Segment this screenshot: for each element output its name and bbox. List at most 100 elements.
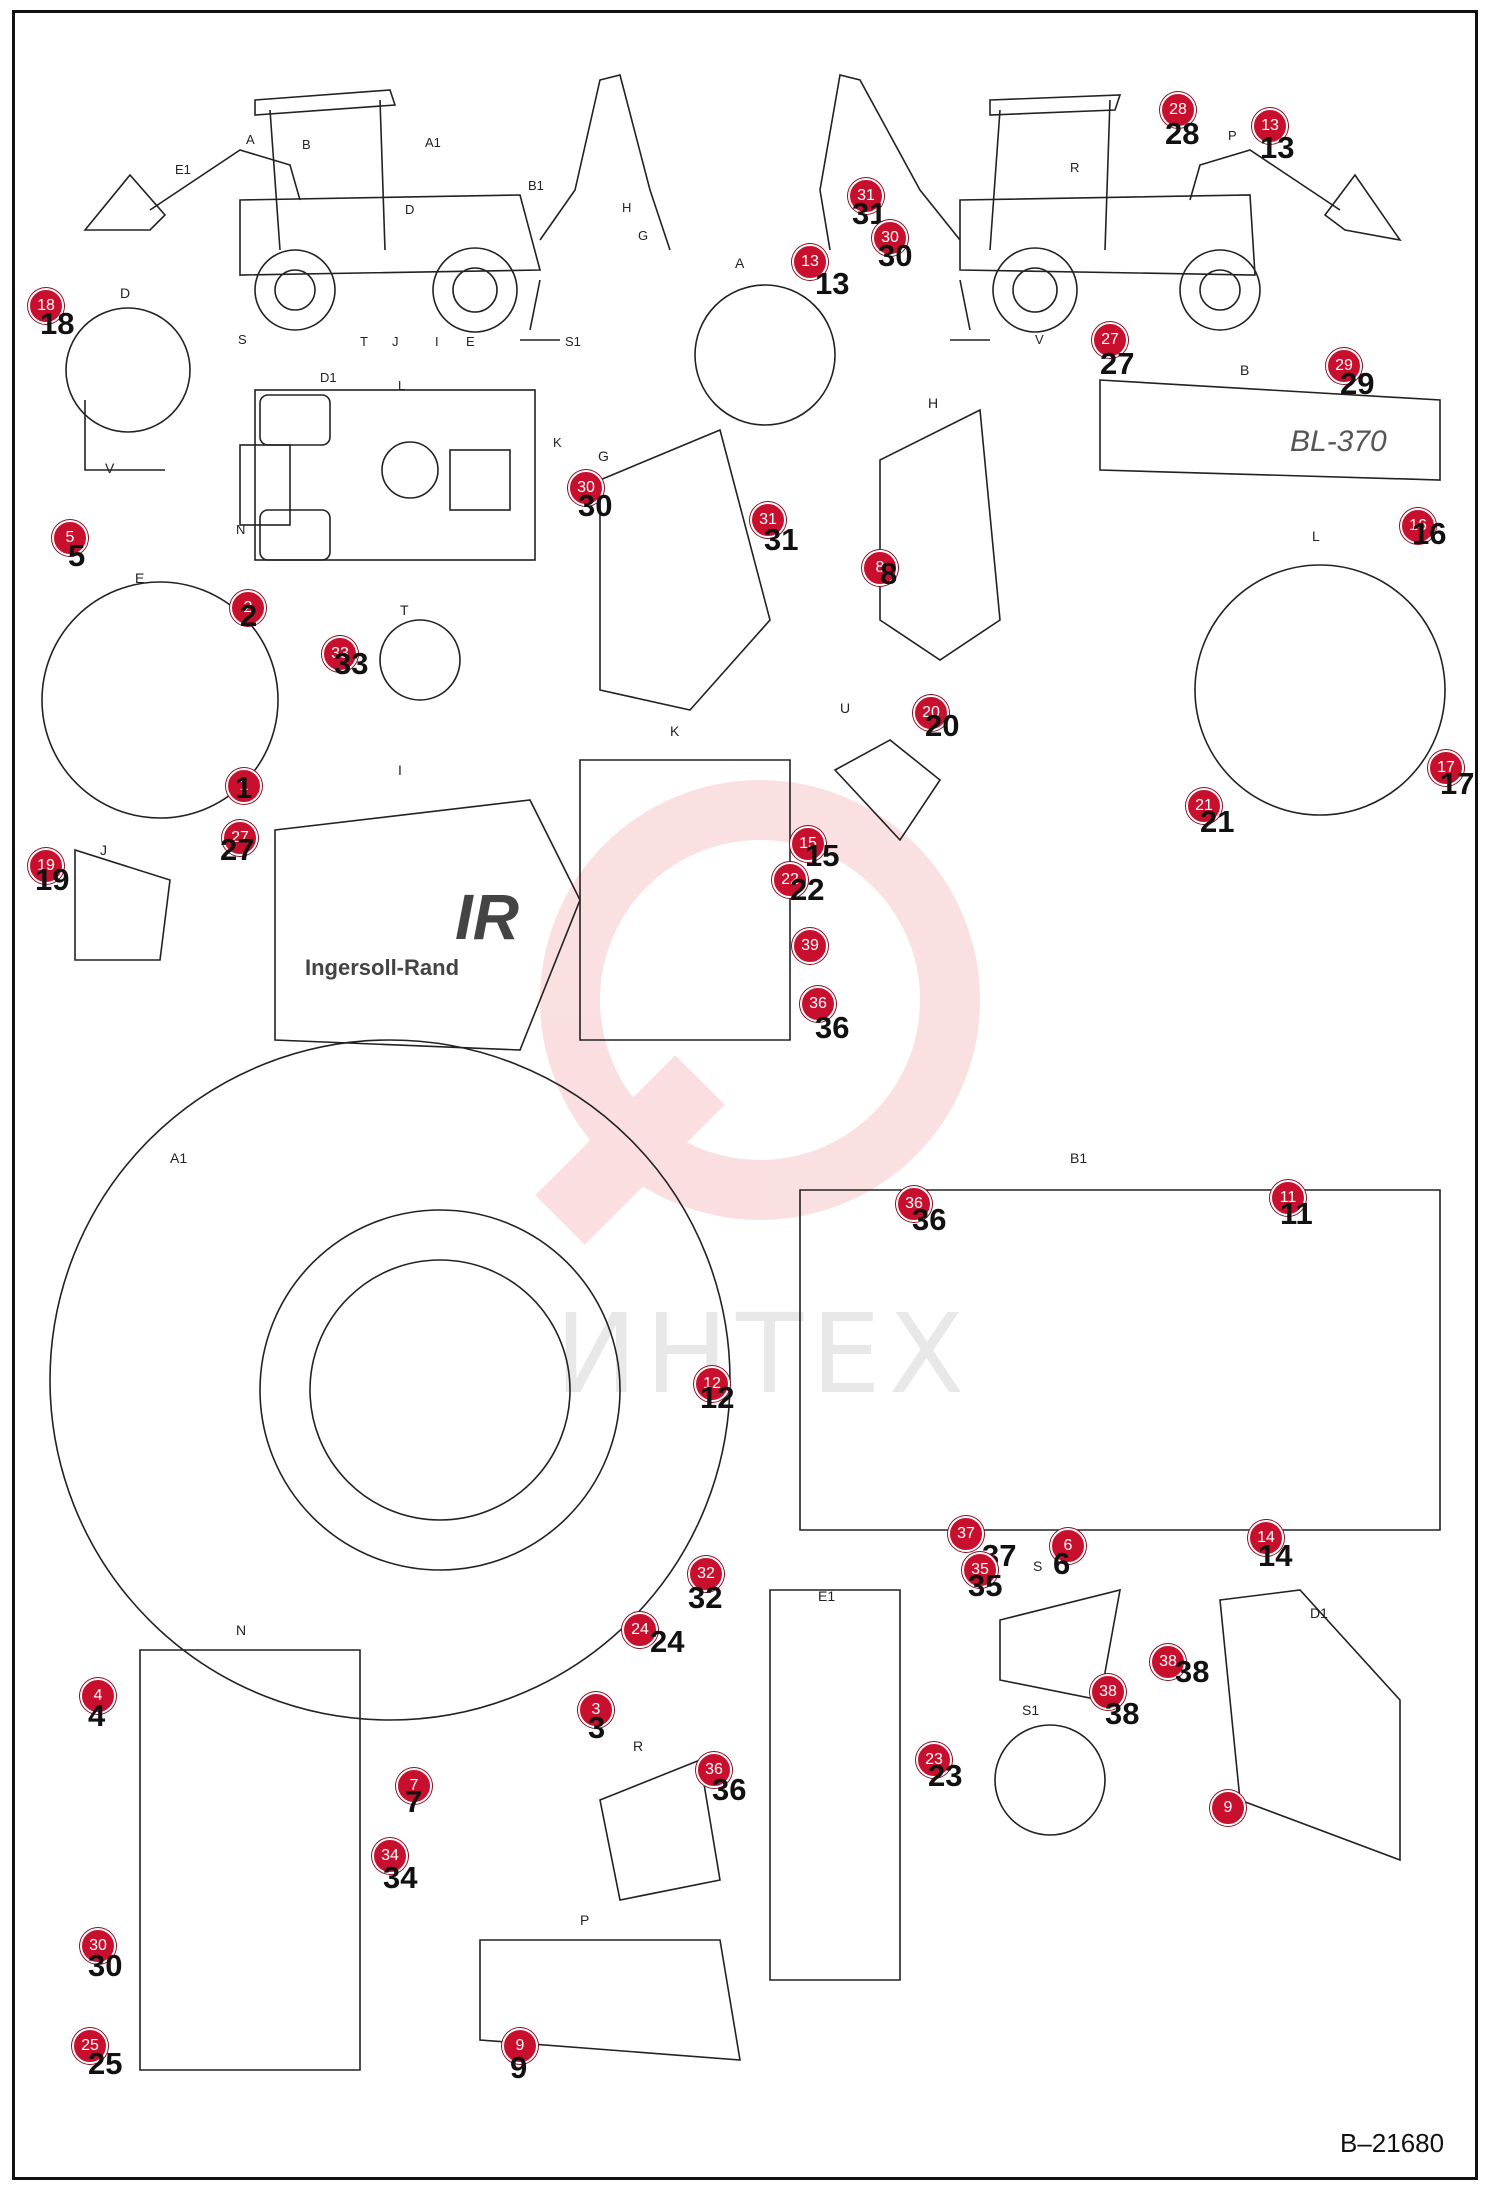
detail-d1-outline [1219, 1589, 1401, 1862]
side-label-b1: B1 [528, 178, 544, 193]
callout-number: 24 [650, 1624, 685, 1659]
detail-e-circle [41, 581, 279, 819]
detail-j-outline [74, 848, 171, 961]
callout-number: 16 [1412, 516, 1447, 551]
side-label-i: I [435, 334, 439, 349]
detail-g-outline [599, 428, 771, 711]
callout-number: 11 [1280, 1196, 1313, 1231]
view-label-r: R [633, 1738, 644, 1754]
watermark-text: ИНТЕХ [555, 1290, 973, 1418]
callout-number: 23 [928, 1758, 963, 1793]
view-label-k: K [670, 723, 680, 739]
callout-badge: 38 [1090, 1674, 1126, 1710]
backhoe-right-side-view [819, 74, 1402, 341]
callout-number: 21 [1200, 804, 1235, 839]
callout-badge: 12 [694, 1366, 730, 1402]
side-label-a1: A1 [425, 135, 441, 150]
callout-badge: 13 [1252, 108, 1288, 144]
view-label-b1: B1 [1070, 1150, 1088, 1166]
callout-number: 1 [235, 770, 253, 805]
view-label-s1: S1 [1022, 1702, 1040, 1718]
detail-r-outline [599, 1758, 721, 1901]
callout-badge: 30 [872, 220, 908, 256]
callout-badge: 18 [28, 288, 64, 324]
detail-u-outline [833, 739, 942, 842]
side-label-e: E [466, 334, 475, 349]
decal-ingersoll-rand: Ingersoll-Rand [305, 955, 460, 980]
side-label-a: A [246, 132, 255, 147]
side-label-g: G [638, 228, 649, 243]
callout-number: 9 [510, 2050, 528, 2085]
detail-e1-outline [769, 1589, 901, 1981]
callout-badge: 38 [1150, 1644, 1186, 1680]
callout-badge: 29 [1326, 348, 1362, 384]
side-label-l: L [398, 378, 406, 393]
view-label-j: J [100, 842, 107, 858]
callout-number: 36 [712, 1772, 747, 1807]
side-label-d: D [405, 202, 415, 217]
detail-d-circle [65, 307, 191, 433]
callout-badge: 27 [222, 820, 258, 856]
callout-badge: 37 [948, 1516, 984, 1552]
callout-number: 18 [40, 306, 75, 341]
callout-number: 32 [688, 1580, 723, 1615]
view-label-g: G [598, 448, 609, 464]
callout-badge: 39 [792, 928, 828, 964]
callout-badge: 11 [1270, 1180, 1306, 1216]
view-label-h: H [928, 395, 939, 411]
callout-badge: 14 [1248, 1520, 1284, 1556]
view-label-v: V [105, 460, 115, 476]
side-label-e1: E1 [175, 162, 191, 177]
callout-badge: 36 [896, 1186, 932, 1222]
callout-number: 29 [1340, 366, 1375, 401]
callout-badge: 36 [696, 1752, 732, 1788]
callout-badge: 5 [52, 520, 88, 556]
callout-badge: 7 [396, 1768, 432, 1804]
view-label-d1: D1 [1310, 1605, 1328, 1621]
callout-badge: 32 [688, 1556, 724, 1592]
callout-badge: 9 [502, 2028, 538, 2064]
callout-number: 38 [1105, 1696, 1140, 1731]
callout-number: 36 [912, 1202, 947, 1237]
decal-model-number: BL-370 [1290, 425, 1387, 458]
callout-number: 22 [790, 872, 825, 907]
callout-badge: 28 [1160, 92, 1196, 128]
callout-number: 12 [700, 1380, 735, 1415]
view-label-s: S [1033, 1558, 1043, 1574]
callout-number: 7 [405, 1784, 423, 1819]
callout-badge: 17 [1428, 750, 1464, 786]
callout-number: 17 [1440, 766, 1475, 801]
side-label-s: S [238, 332, 247, 347]
callout-badge: 31 [750, 502, 786, 538]
callout-badge: 20 [913, 695, 949, 731]
view-label-n: N [236, 1622, 247, 1638]
detail-t-circle [379, 619, 461, 701]
view-label-t: T [400, 602, 409, 618]
callout-number: 34 [383, 1860, 418, 1895]
view-label-i: I [398, 762, 402, 778]
view-label-a1: A1 [170, 1150, 188, 1166]
callout-number: 20 [925, 708, 960, 743]
callout-badge: 16 [1400, 508, 1436, 544]
side-label-r: R [1070, 160, 1080, 175]
callout-badge: 30 [568, 470, 604, 506]
callout-number: 4 [88, 1698, 106, 1733]
side-label-n: N [236, 522, 246, 537]
document-number: B–21680 [1340, 2128, 1445, 2158]
callout-number: 15 [805, 838, 840, 873]
callout-number: 5 [68, 538, 86, 573]
detail-s1-circle [994, 1724, 1106, 1836]
view-label-a: A [735, 255, 745, 271]
callout-badge: 36 [800, 986, 836, 1022]
view-label-d: D [120, 285, 131, 301]
callout-number: 6 [1053, 1546, 1071, 1581]
watermark-gear-icon [535, 780, 980, 1245]
callout-number: 13 [1260, 130, 1295, 165]
decal-ir-logo: IR [455, 881, 519, 953]
callout-number: 3 [588, 1710, 606, 1745]
side-label-v: V [1035, 332, 1044, 347]
view-label-p: P [580, 1912, 590, 1928]
detail-h-outline [879, 408, 1001, 661]
